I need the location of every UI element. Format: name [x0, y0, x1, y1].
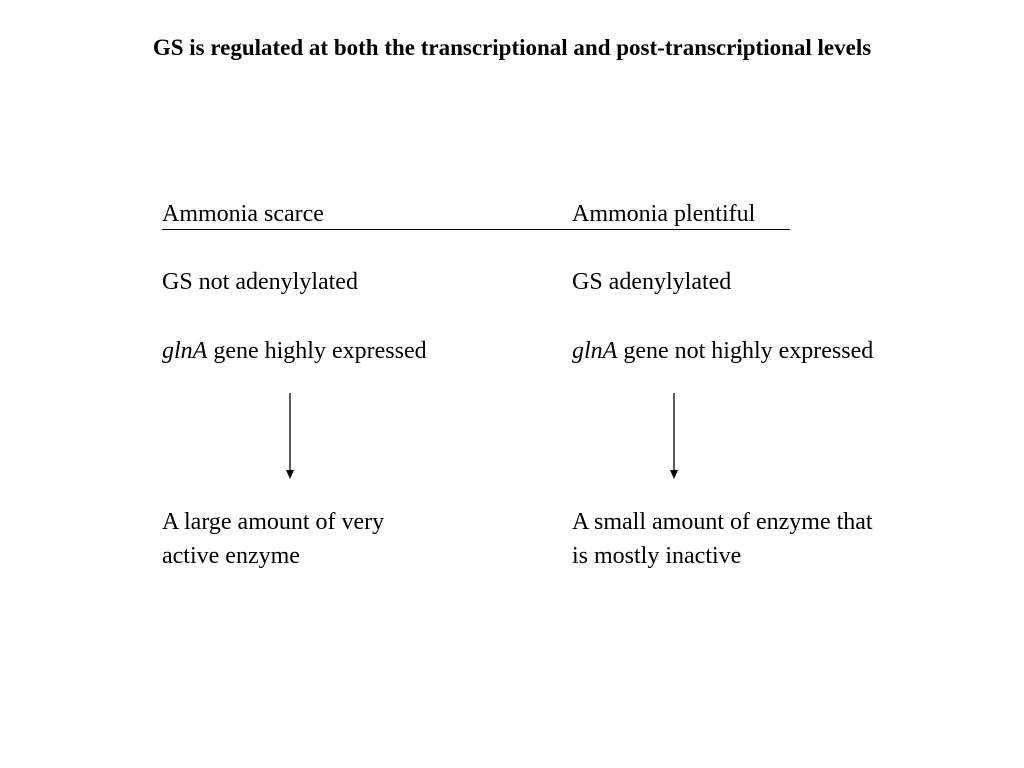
right-gene-name: glnA	[572, 338, 618, 364]
left-gene-expression: glnA gene highly expressed	[162, 335, 427, 368]
right-gene-text: gene not highly expressed	[617, 338, 874, 364]
right-gene-expression: glnA gene not highly expressed	[572, 335, 873, 368]
column-headings: Ammonia scarce Ammonia plentiful	[162, 200, 790, 230]
right-outcome-line2: is mostly inactive	[572, 543, 742, 569]
right-outcome-line1: A small amount of enzyme that	[572, 509, 873, 535]
right-heading: Ammonia plentiful	[572, 201, 756, 227]
right-gs-state: GS adenylylated	[572, 269, 732, 295]
left-gs-state: GS not adenylylated	[162, 269, 358, 295]
left-outcome: A large amount of very active enzyme	[162, 505, 384, 573]
left-outcome-line2: active enzyme	[162, 543, 300, 569]
left-gene-text: gene highly expressed	[207, 338, 427, 364]
left-down-arrow	[286, 393, 294, 479]
left-heading: Ammonia scarce	[162, 201, 324, 227]
right-outcome: A small amount of enzyme that is mostly …	[572, 505, 873, 573]
left-gene-name: glnA	[162, 338, 208, 364]
slide-title: GS is regulated at both the transcriptio…	[152, 35, 872, 60]
left-outcome-line1: A large amount of very	[162, 509, 385, 535]
right-down-arrow	[670, 393, 678, 479]
